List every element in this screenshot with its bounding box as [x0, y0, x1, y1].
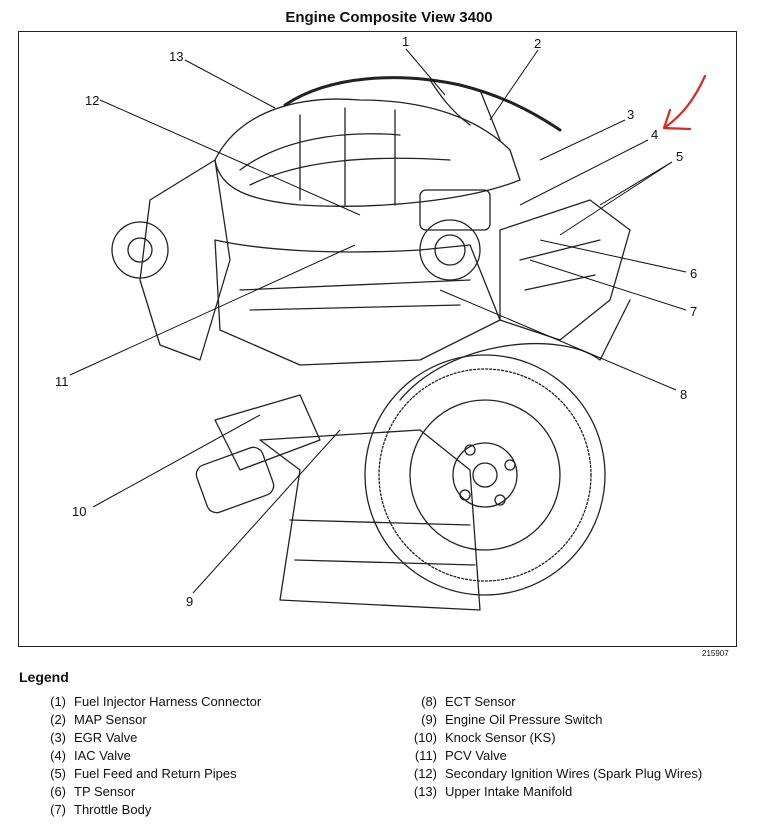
legend-number: (11)	[414, 748, 437, 763]
legend-label: Engine Oil Pressure Switch	[445, 712, 603, 727]
legend-right-column: (8) ECT Sensor (9) Engine Oil Pressure Swi…	[405, 693, 702, 801]
legend-label: Throttle Body	[74, 802, 152, 817]
leader-lines	[69, 48, 687, 594]
callout-2: 2	[534, 36, 542, 51]
legend-label: ECT Sensor	[445, 694, 516, 709]
diagram-title: Engine Composite View 3400	[285, 9, 493, 26]
legend-label: Upper Intake Manifold	[445, 784, 573, 799]
figure-id: 215907	[702, 649, 729, 658]
callout-1: 1	[402, 34, 410, 49]
callout-5: 5	[676, 149, 684, 164]
legend-item: (9) Engine Oil Pressure Switch	[405, 711, 702, 729]
legend-label: Fuel Injector Harness Connector	[74, 694, 262, 709]
legend-number: (8)	[421, 694, 437, 709]
upper-intake-manifold-shape	[214, 98, 521, 207]
legend-item: (11) PCV Valve	[405, 747, 702, 765]
legend-label: MAP Sensor	[74, 712, 147, 727]
legend-item: (6) TP Sensor	[34, 783, 261, 801]
callout-8: 8	[680, 387, 688, 402]
callout-3: 3	[627, 107, 635, 122]
legend-label: Fuel Feed and Return Pipes	[74, 766, 237, 781]
diagram-frame	[18, 31, 737, 647]
callout-6: 6	[690, 266, 698, 281]
legend-item: (10) Knock Sensor (KS)	[405, 729, 702, 747]
legend-label: Secondary Ignition Wires (Spark Plug Wir…	[445, 766, 703, 781]
legend-label: EGR Valve	[74, 730, 138, 745]
legend-number: (10)	[413, 730, 437, 745]
legend-number: (7)	[50, 802, 66, 817]
legend-label: IAC Valve	[74, 748, 131, 763]
legend-left-column: (1) Fuel Injector Harness Connector (2) MA…	[34, 693, 261, 819]
callout-7: 7	[690, 304, 698, 319]
callout-10: 10	[72, 504, 87, 519]
timing-cover-shape	[139, 159, 231, 361]
legend-label: PCV Valve	[445, 748, 507, 763]
legend-number: (1)	[50, 694, 66, 709]
wiring-harness-shape	[283, 76, 562, 132]
legend-item: (12) Secondary Ignition Wires (Spark Plug…	[405, 765, 702, 783]
legend-number: (2)	[50, 712, 66, 727]
legend-label: Knock Sensor (KS)	[445, 730, 556, 745]
lower-block-shape	[259, 429, 481, 611]
callout-9: 9	[186, 594, 194, 609]
callout-12: 12	[85, 93, 100, 108]
legend-number: (12)	[413, 766, 437, 781]
callout-13: 13	[169, 49, 184, 64]
legend-number: (9)	[421, 712, 437, 727]
callout-4: 4	[651, 127, 659, 142]
legend-item: (13) Upper Intake Manifold	[405, 783, 702, 801]
oil-filter-shape	[195, 446, 275, 514]
throttle-body-shape	[419, 219, 481, 281]
legend-item: (1) Fuel Injector Harness Connector	[34, 693, 261, 711]
legend-number: (13)	[413, 784, 437, 799]
flywheel-shape	[364, 354, 606, 596]
legend-number: (3)	[50, 730, 66, 745]
legend-item: (8) ECT Sensor	[405, 693, 702, 711]
legend-heading: Legend	[19, 669, 69, 685]
legend-item: (4) IAC Valve	[34, 747, 261, 765]
legend-number: (6)	[50, 784, 66, 799]
legend-item: (7) Throttle Body	[34, 801, 261, 819]
legend-item: (5) Fuel Feed and Return Pipes	[34, 765, 261, 783]
legend-item: (2) MAP Sensor	[34, 711, 261, 729]
legend-number: (4)	[50, 748, 66, 763]
annotation-arrow	[662, 74, 707, 131]
legend-label: TP Sensor	[74, 784, 136, 799]
legend-item: (3) EGR Valve	[34, 729, 261, 747]
legend-number: (5)	[50, 766, 66, 781]
callout-11: 11	[55, 374, 69, 389]
